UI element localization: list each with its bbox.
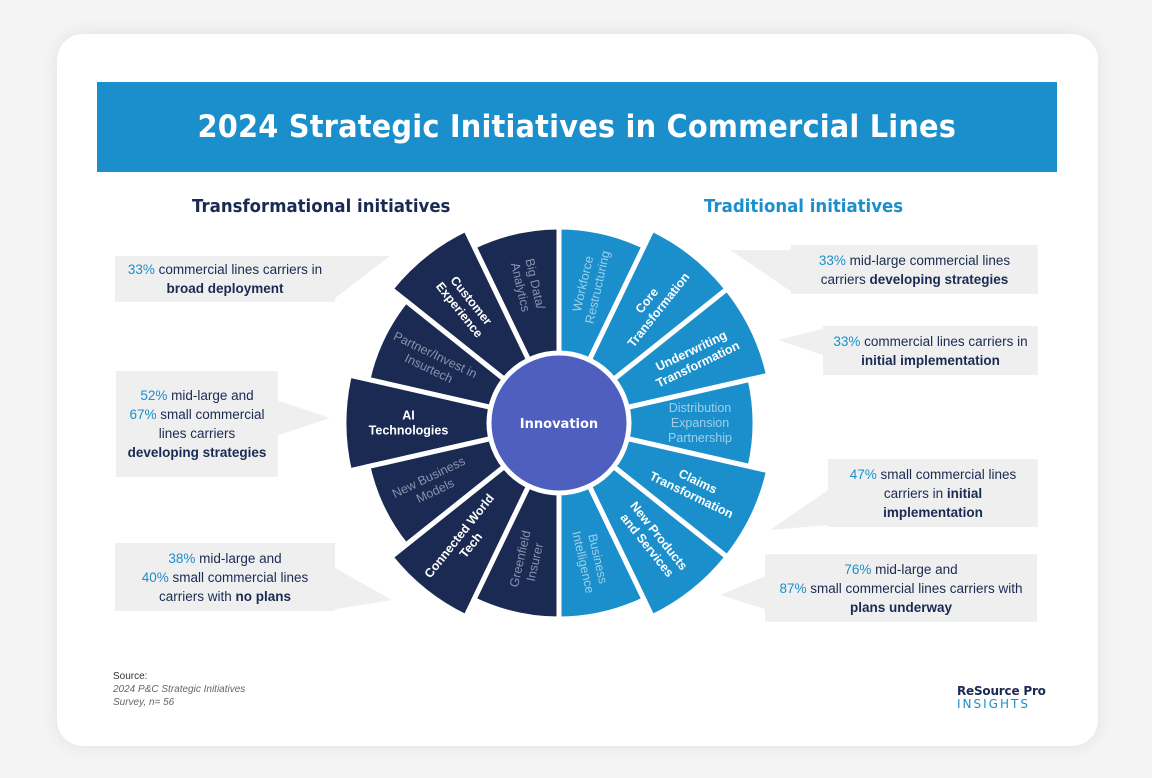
pointer-underwriting: [778, 328, 826, 356]
callout-pct: 67%: [129, 407, 157, 422]
callout-connected-world: 38% mid-large and 40% small commercial l…: [115, 543, 335, 611]
callout-pct: 87%: [779, 580, 807, 596]
callout-bold: developing strategies: [127, 445, 267, 460]
callout-customer-experience: 33% commercial lines carriers in broad d…: [115, 256, 335, 302]
callout-pct: 33%: [833, 333, 861, 349]
callout-pct: 76%: [844, 561, 872, 577]
callout-bold: initial implementation: [861, 352, 1000, 368]
callout-pct: 52%: [140, 388, 168, 403]
source-label: Source:: [113, 671, 148, 682]
callout-text: commercial lines carriers in: [860, 333, 1028, 349]
pointer-connected-world: [330, 565, 392, 610]
logo-line-1: ReSource Pro: [957, 684, 1046, 698]
pointer-ai-technologies: [276, 400, 330, 436]
callout-claims: 47% small commercial lines carriers in i…: [828, 459, 1038, 527]
callout-text: mid-large and: [871, 561, 958, 577]
pointer-claims: [770, 490, 828, 530]
pointer-new-products: [720, 575, 768, 610]
innovation-label: Innovation: [520, 417, 598, 432]
callout-pct: 38%: [168, 550, 196, 566]
page-title: 2024 Strategic Initiatives in Commercial…: [197, 109, 957, 145]
callout-text: small commercial lines carriers in: [876, 466, 1017, 501]
callout-pct: 33%: [127, 262, 155, 277]
logo-line-2: INSIGHTS: [957, 697, 1030, 711]
callout-new-products: 76% mid-large and 87% small commercial l…: [765, 554, 1037, 622]
callout-bold: broad deployment: [166, 281, 284, 296]
callout-text: small commercial lines carriers with: [806, 580, 1023, 596]
innovation-center-circle: [486, 350, 632, 496]
callout-ai-technologies: 52% mid-large and 67% small commercial l…: [116, 371, 278, 477]
transformational-heading: Transformational initiatives: [192, 196, 451, 217]
callout-text: commercial lines carriers in: [154, 262, 323, 277]
callout-underwriting: 33% commercial lines carriers in initial…: [823, 326, 1038, 375]
traditional-heading: Traditional initiatives: [704, 196, 904, 217]
callout-bold: developing strategies: [869, 271, 1009, 287]
callout-bold: initial implementation: [883, 485, 983, 520]
source-line-1: 2024 P&C Strategic Initiatives: [113, 684, 246, 695]
callout-text: small commercial lines carriers with: [158, 569, 309, 604]
pointer-customer-experience: [330, 256, 390, 302]
callout-text: mid-large and: [195, 550, 282, 566]
callout-text: mid-large and: [167, 388, 254, 403]
callout-bold: no plans: [235, 588, 292, 604]
source-line-2: Survey, n= 56: [113, 697, 175, 708]
callout-bold: plans underway: [849, 599, 953, 615]
callout-text: mid-large commercial lines carriers: [820, 252, 1011, 287]
callout-text: small commercial lines carriers: [156, 407, 265, 441]
source-note: Source: 2024 P&C Strategic Initiatives S…: [113, 670, 245, 709]
callout-pct: 33%: [818, 252, 846, 268]
title-banner: 2024 Strategic Initiatives in Commercial…: [97, 82, 1057, 172]
pointer-core: [730, 250, 795, 294]
callout-pct: 47%: [849, 466, 877, 482]
callout-pct: 40%: [141, 569, 169, 585]
callout-core-transformation: 33% mid-large commercial lines carriers …: [791, 245, 1038, 294]
resource-pro-logo: ReSource Pro INSIGHTS: [957, 684, 1046, 711]
